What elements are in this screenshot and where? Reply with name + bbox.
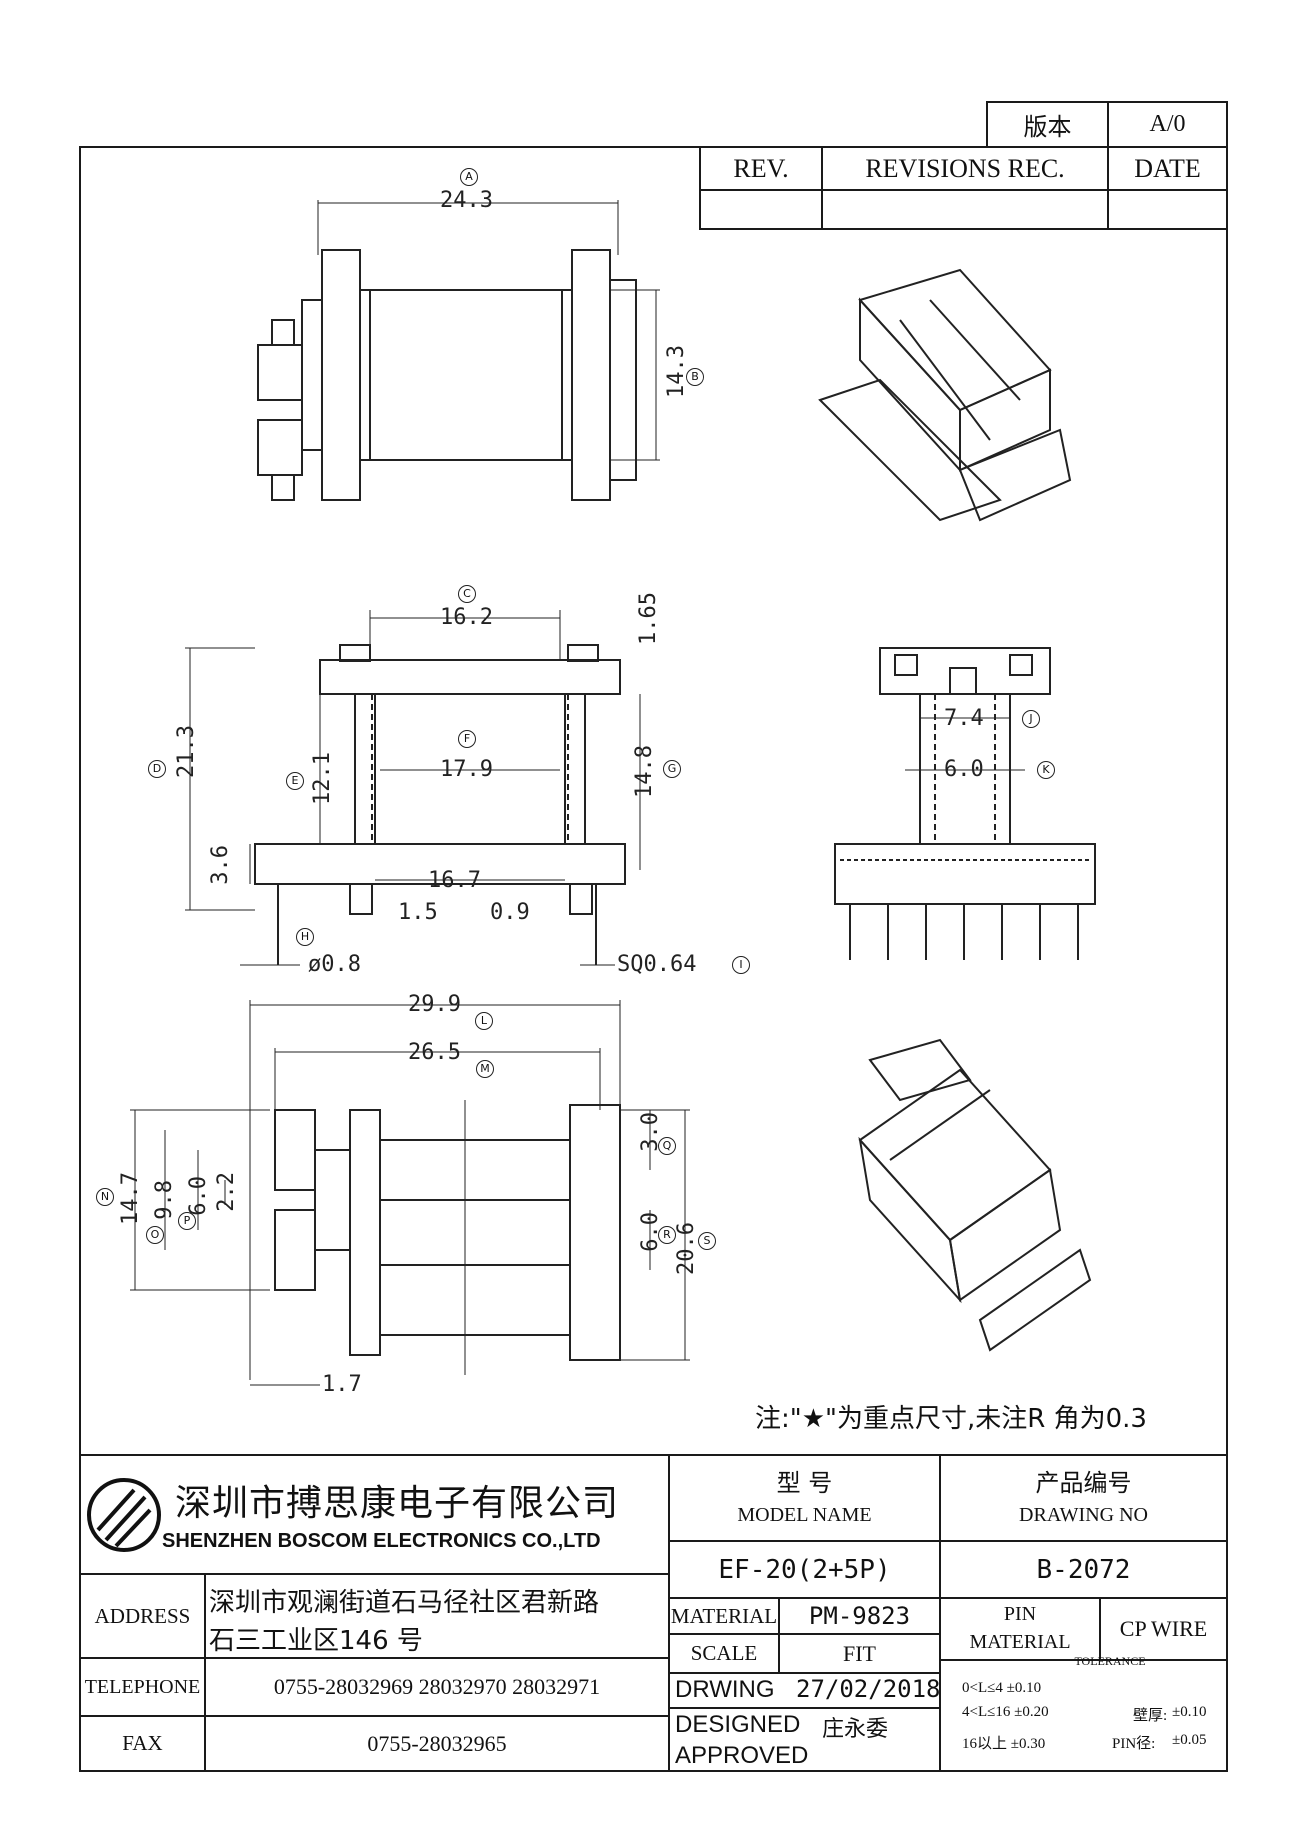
drawing-value: B-2072 <box>1036 1554 1131 1585</box>
marker-p: P <box>178 1212 196 1230</box>
dim-0-9: 0.9 <box>490 900 530 925</box>
dim-f: 17.9 <box>440 757 493 782</box>
drwing-label: DRWING <box>675 1676 775 1703</box>
wall-value: ±0.10 <box>1172 1704 1207 1720</box>
revisions-header: REVISIONS REC. <box>865 153 1065 183</box>
pin-material-value: CP WIRE <box>1119 1616 1208 1641</box>
address-label: ADDRESS <box>94 1603 191 1628</box>
drawing-label-cn: 产品编号 <box>1035 1468 1132 1497</box>
dim-1-5: 1.5 <box>398 900 438 925</box>
version-label: 版本 <box>1023 115 1072 141</box>
marker-r: R <box>658 1226 676 1244</box>
marker-a: A <box>460 168 478 186</box>
dim-p: 6.0 <box>186 1176 211 1216</box>
drawing-note: 注:"★"为重点尺寸,未注R 角为0.3 <box>755 1404 1147 1434</box>
model-label-cn: 型 号 <box>776 1468 833 1497</box>
front-view <box>185 610 641 966</box>
isometric-view-bottom <box>858 1038 1092 1352</box>
date-header: DATE <box>1134 153 1201 183</box>
dim-l: 29.9 <box>408 992 461 1017</box>
pin-material-label-1: PIN <box>1003 1602 1037 1625</box>
scale-label: SCALE <box>690 1641 758 1665</box>
dim-g: 14.8 <box>632 745 657 798</box>
designed-label: DESIGNED <box>675 1711 801 1738</box>
scale-value: FIT <box>843 1640 876 1666</box>
marker-e: E <box>286 772 304 790</box>
dim-o: 9.8 <box>152 1180 177 1220</box>
marker-h: H <box>296 928 314 946</box>
dim-i: SQ0.64 <box>617 952 697 977</box>
tolerance-3: 16以上 ±0.30 <box>962 1736 1046 1752</box>
marker-l: L <box>475 1012 493 1030</box>
dim-b: 14.3 <box>664 345 689 398</box>
marker-m: M <box>476 1060 494 1078</box>
top-view <box>257 200 660 501</box>
marker-q: Q <box>658 1137 676 1155</box>
bottom-view <box>130 1000 690 1386</box>
tolerance-2: 4<L≤16 ±0.20 <box>962 1704 1049 1720</box>
dim-n: 14.7 <box>118 1172 143 1225</box>
material-label: MATERIAL <box>670 1603 778 1628</box>
dim-d: 21.3 <box>174 725 199 778</box>
marker-f: F <box>458 730 476 748</box>
tolerance-label: TOLERANCE <box>1074 1653 1146 1668</box>
dim-a: 24.3 <box>440 188 493 213</box>
marker-d: D <box>148 760 166 778</box>
approved-label: APPROVED <box>675 1742 809 1769</box>
rev-header: REV. <box>733 153 789 183</box>
marker-b: B <box>686 368 704 386</box>
wall-label: 壁厚: <box>1133 1708 1168 1724</box>
marker-k: K <box>1037 761 1055 779</box>
marker-j: J <box>1022 710 1040 728</box>
dim-e: 12.1 <box>310 752 335 805</box>
material-value: PM-9823 <box>808 1602 911 1630</box>
dim-c: 16.2 <box>440 605 493 630</box>
dim-k: 6.0 <box>944 757 984 782</box>
version-value: A/0 <box>1149 111 1186 137</box>
fax-label: FAX <box>122 1731 163 1755</box>
model-value: EF-20(2+5P) <box>718 1554 891 1585</box>
drwing-value: 27/02/2018 <box>796 1675 941 1703</box>
dim-2-2: 2.2 <box>214 1172 239 1212</box>
isometric-view-top <box>818 268 1072 522</box>
dim-base-h: 3.6 <box>208 845 233 885</box>
model-label-en: MODEL NAME <box>737 1503 872 1526</box>
designed-value: 庄永委 <box>822 1717 889 1742</box>
marker-s: S <box>698 1232 716 1250</box>
marker-n: N <box>96 1188 114 1206</box>
tolerance-1: 0<L≤4 ±0.10 <box>962 1680 1042 1696</box>
dim-j: 7.4 <box>944 706 984 731</box>
telephone-label: TELEPHONE <box>84 1675 201 1698</box>
dim-c-top: 1.65 <box>636 592 661 645</box>
marker-c: C <box>458 585 476 603</box>
drawing-label-en: DRAWING NO <box>1019 1503 1148 1526</box>
company-name-en: SHENZHEN BOSCOM ELECTRONICS CO.,LTD <box>162 1530 601 1552</box>
company-logo <box>87 1478 161 1552</box>
pin-material-label-2: MATERIAL <box>969 1630 1071 1653</box>
marker-g: G <box>663 760 681 778</box>
drawing-frame <box>79 146 1228 1772</box>
address-line-2: 石三工业区146 号 <box>209 1626 423 1656</box>
marker-i: I <box>732 956 750 974</box>
dim-m: 26.5 <box>408 1040 461 1065</box>
dim-base-w: 16.7 <box>428 868 481 893</box>
side-view <box>834 647 1096 960</box>
fax-value: 0755-28032965 <box>367 1730 507 1756</box>
address-line-1: 深圳市观澜街道石马径社区君新路 <box>209 1588 600 1618</box>
dim-s: 20.6 <box>674 1222 699 1275</box>
telephone-value: 0755-28032969 28032970 28032971 <box>273 1674 601 1699</box>
dim-1-7: 1.7 <box>322 1372 362 1397</box>
company-name-cn: 深圳市搏思康电子有限公司 <box>175 1483 620 1524</box>
pin-dia-label: PIN径: <box>1112 1736 1156 1752</box>
marker-o: O <box>146 1226 164 1244</box>
dim-h: ø0.8 <box>308 952 361 977</box>
pin-dia-value: ±0.05 <box>1172 1732 1207 1748</box>
